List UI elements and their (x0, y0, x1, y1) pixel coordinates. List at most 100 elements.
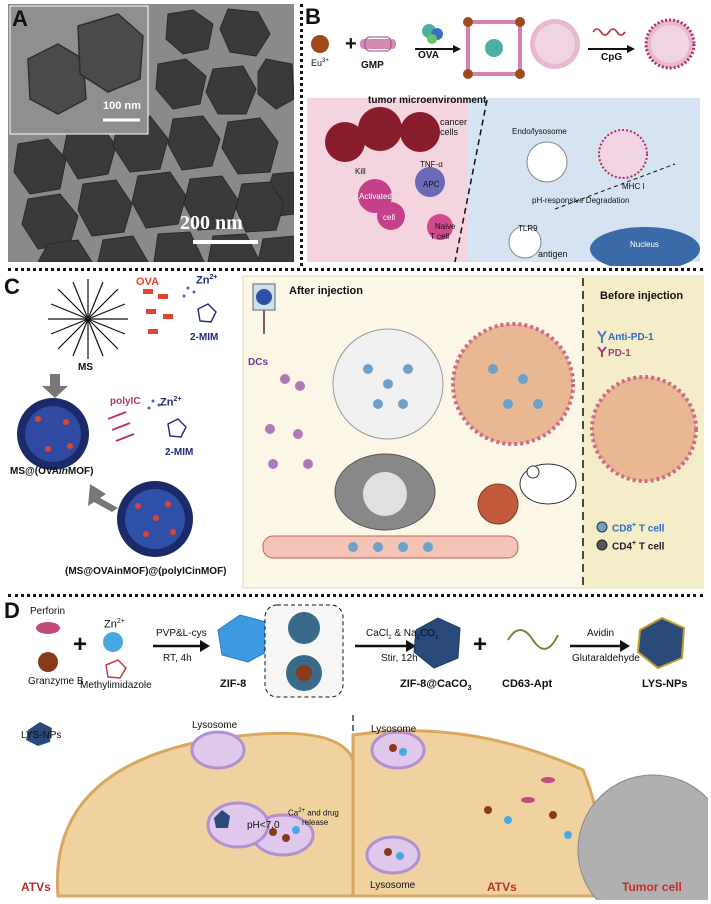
methylimidazole-shape (105, 659, 127, 679)
eu-sup: 3+ (322, 58, 329, 64)
zn-c-sup: 2+ (209, 274, 218, 281)
release-label: release (302, 818, 329, 827)
endolysosome-label: Endo/lysosome (512, 127, 567, 136)
lys-nps-label-2: LYS-NPs (21, 730, 62, 741)
lys-nps-particle (636, 616, 686, 670)
ova-protein (422, 24, 443, 44)
ms-sphere (48, 279, 128, 359)
cancer-label: cancer (440, 117, 468, 127)
cd4-sup: + (632, 540, 637, 547)
endolysosome-vesicle (526, 141, 568, 183)
panel-label-b: B (305, 4, 321, 29)
polyic-strands (107, 411, 135, 442)
final-nanoparticle (117, 481, 193, 557)
zn-d-label: Zn2+ (104, 618, 125, 631)
svg-text:+: + (73, 631, 87, 658)
separator-c-d (8, 594, 703, 597)
methylimidazole-label: Methylimidazole (80, 680, 152, 691)
lysosome-label-3: Lysosome (370, 880, 416, 891)
activated-t-cells (358, 179, 405, 230)
ms-ova-mof (17, 398, 89, 470)
cd4-label: CD4+ T cell (612, 540, 664, 552)
tumor-after (451, 322, 575, 446)
ova-molecules (143, 289, 173, 334)
cacl-text: CaCl (366, 628, 389, 639)
tem-particles (8, 4, 294, 262)
atvs-label-1: ATVs (21, 880, 51, 894)
cpg-strand (592, 28, 626, 36)
zif-caco3-particle (413, 617, 461, 669)
tumor-lesion (477, 483, 519, 525)
mim-molecule-2 (167, 418, 187, 438)
panel-b-graphic: + (307, 17, 700, 266)
zn-c2-label: Zn2+ (160, 396, 181, 409)
zn-c2-text: Zn (160, 396, 174, 409)
cd8-end: T cell (636, 523, 665, 535)
separator-ab-c (8, 268, 703, 271)
ca-sup: 2+ (298, 808, 306, 814)
panel-a-tem-image (8, 4, 294, 262)
cd8-text: CD8 (612, 523, 633, 535)
co-sub: 3 (434, 635, 439, 641)
before-injection-label: Before injection (600, 290, 684, 302)
ca-text-2: and drug (305, 808, 339, 818)
naive-t-cell (427, 214, 453, 240)
zif-caco-label: ZIF-8@CaCO3 (400, 678, 471, 692)
eu-label: Eu3+ (311, 58, 329, 68)
anti-pd1-label: Anti-PD-1 (608, 332, 654, 343)
arrow-down-2 (88, 484, 118, 512)
kill-label: Kill (355, 167, 366, 176)
avidin-label: Avidin (587, 628, 615, 639)
polyic-label: polyIC (110, 396, 141, 407)
panel-c-graphic (17, 275, 704, 589)
lysosome-label-1: Lysosome (192, 720, 238, 731)
tumor-title: tumor microenvironment (368, 95, 487, 106)
dcs-label: DCs (248, 357, 269, 368)
cpg-label: CpG (601, 52, 623, 63)
mhc-label: MHC I (622, 182, 645, 191)
panel-label-c: C (4, 274, 20, 299)
granzyme-label: Granzyme B (28, 676, 84, 687)
eu-ion (311, 35, 329, 53)
gmp-label: GMP (361, 60, 384, 71)
zn-d-sup: 2+ (116, 618, 125, 625)
zn-d-text: Zn (104, 618, 117, 631)
tumor-cell-label: Tumor cell (622, 880, 682, 894)
syringe (252, 283, 276, 334)
ph-label: pH<7.0 (247, 820, 280, 831)
after-injection-label: After injection (289, 285, 363, 297)
arrow-down-1 (42, 374, 68, 398)
na-sub: 2 (416, 635, 420, 641)
blood-vessel (262, 535, 519, 559)
svg-text:+: + (345, 33, 357, 55)
ms-label: MS (78, 362, 93, 373)
ova-label: OVA (418, 50, 439, 61)
apc-label: APC (423, 180, 440, 189)
perforin-label: Perforin (30, 606, 66, 617)
zn-c2-sup: 2+ (173, 396, 182, 403)
lys-np-free (26, 722, 52, 746)
pvp-label: PVP&L-cys (156, 628, 207, 639)
stir-label: Stir, 12h (381, 653, 418, 664)
nucleus-shape (590, 227, 700, 266)
perforin-shape (36, 622, 60, 634)
activated-label: Activated (359, 192, 392, 201)
cells-label: cells (440, 127, 459, 137)
cage-structure (463, 17, 525, 79)
ms-ova-text-a: MS@(OVA (10, 466, 60, 477)
tumor-cell (577, 774, 708, 900)
lysosome-label-2: Lysosome (371, 724, 417, 735)
lysosome-left (190, 730, 246, 770)
lysosome-right-top (370, 730, 426, 770)
cacl-mid: & Na (391, 628, 417, 639)
legend-icons (596, 330, 608, 551)
glutaraldehyde-label: Glutaraldehyde (572, 653, 640, 664)
dashed-divider (454, 99, 488, 263)
ms-ova-text-in: in (59, 466, 68, 477)
lys-nps-label: LYS-NPs (642, 678, 688, 690)
main-scale-text: 200 nm (180, 212, 243, 234)
cpg-nanoparticle (644, 18, 696, 70)
panel-label-d: D (4, 598, 20, 623)
inset-scale-text: 100 nm (103, 100, 141, 112)
nucleus-label: Nucleus (630, 240, 659, 249)
